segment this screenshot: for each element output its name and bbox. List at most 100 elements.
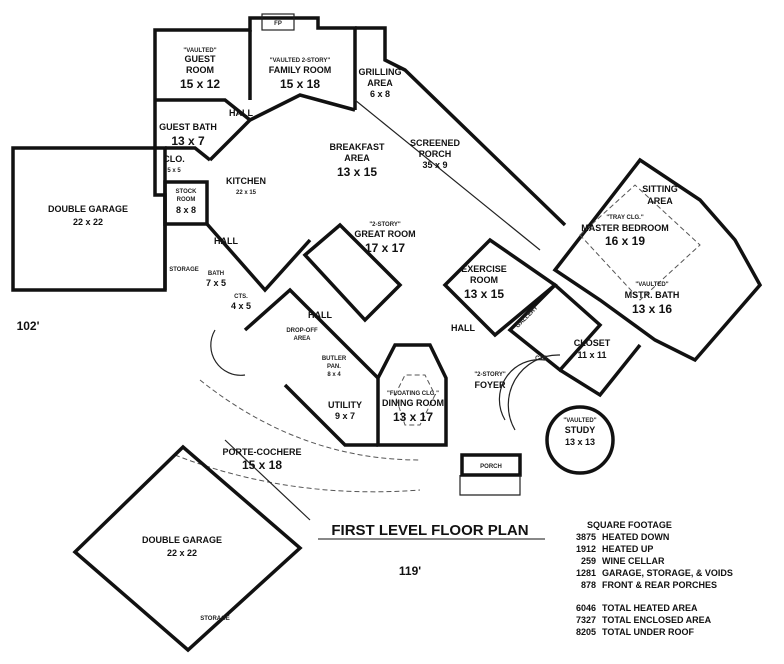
- cts-left-name: CTS.: [234, 294, 248, 300]
- west-walls: [153, 100, 167, 290]
- storage-left: STORAGE: [169, 267, 199, 273]
- clo-name: CLO.: [163, 154, 185, 164]
- great-room-note: "2-STORY": [369, 222, 401, 228]
- closet-walls: [559, 343, 642, 398]
- master-name: MASTER BEDROOM: [581, 223, 669, 233]
- porch-front-name: PORCH: [480, 464, 502, 470]
- guest-room-size: 15 x 12: [180, 77, 220, 91]
- grilling-name-2: AREA: [367, 78, 393, 88]
- width-dimension: 119': [399, 564, 421, 578]
- garage-left-name: DOUBLE GARAGE: [48, 204, 128, 214]
- great-room-name: GREAT ROOM: [354, 229, 415, 239]
- master-note: "TRAY CLG.": [606, 215, 644, 221]
- butler-name-2: PAN.: [327, 364, 341, 370]
- closet-name: CLOSET: [574, 338, 611, 348]
- porch-name: SCREENED: [410, 138, 461, 148]
- stock-room-size: 8 x 8: [176, 205, 196, 215]
- garage-lower-name: DOUBLE GARAGE: [142, 535, 222, 545]
- sqft-total-label: TOTAL UNDER ROOF: [602, 627, 695, 637]
- guest-bath-wall: [165, 146, 212, 162]
- north-walls: [153, 16, 357, 110]
- sqft-value: 878: [581, 580, 596, 590]
- dining-size: 13 x 17: [393, 410, 433, 424]
- sqft-value: 1281: [576, 568, 596, 578]
- stock-room-name-2: ROOM: [177, 197, 196, 203]
- porch-size: 35 x 9: [422, 160, 447, 170]
- plan-title: FIRST LEVEL FLOOR PLAN: [331, 522, 528, 539]
- guest-room-name: GUEST: [184, 54, 216, 64]
- guest-bath-size: 13 x 7: [171, 134, 205, 148]
- grilling-name: GRILLING: [359, 67, 402, 77]
- curved-stair: [498, 359, 546, 421]
- guest-bath-name: GUEST BATH: [159, 122, 217, 132]
- study-note: "VAULTED": [563, 418, 596, 424]
- fireplace: [261, 13, 295, 31]
- stock-room-walls: [163, 180, 209, 226]
- sqft-total-value: 6046: [576, 603, 596, 613]
- porte-cochere-arc-2: [174, 454, 421, 493]
- family-room-name: FAMILY ROOM: [269, 65, 332, 75]
- walls: [11, 13, 763, 653]
- sqft-label: GARAGE, STORAGE, & VOIDS: [602, 568, 733, 578]
- utility-size: 9 x 7: [335, 411, 355, 421]
- butler-name: BUTLER: [322, 356, 347, 362]
- garage-left-size: 22 x 22: [73, 217, 103, 227]
- dining-name: DINING ROOM: [382, 398, 444, 408]
- utility-walls: [283, 383, 378, 447]
- kitchen-south-wall: [205, 222, 312, 293]
- foyer-name: FOYER: [474, 380, 506, 390]
- drop-off-name: DROP-OFF: [286, 328, 318, 334]
- master-bath-note: "VAULTED": [635, 282, 668, 288]
- sqft-label: FRONT & REAR PORCHES: [602, 580, 717, 590]
- cts-left-size: 4 x 5: [231, 301, 251, 311]
- porch-walls: [460, 453, 522, 477]
- curved-stair-outer: [507, 354, 561, 431]
- square-footage-table: SQUARE FOOTAGE 3875 HEATED DOWN 1912 HEA…: [576, 520, 733, 637]
- porte-cochere-arc: [199, 379, 421, 461]
- study-name: STUDY: [565, 425, 596, 435]
- drop-off-name-2: AREA: [293, 336, 311, 342]
- guest-room-wall: [155, 98, 252, 122]
- sqft-label: WINE CELLAR: [602, 556, 665, 566]
- sitting-name: SITTING: [642, 184, 678, 194]
- depth-dimension: 102': [17, 319, 40, 333]
- sqft-heading: SQUARE FOOTAGE: [587, 520, 672, 530]
- porte-cochere-size: 15 x 18: [242, 458, 282, 472]
- sqft-value: 3875: [576, 532, 596, 542]
- cts-right-name: CTS.: [535, 356, 549, 362]
- hall-upper: HALL: [229, 108, 253, 118]
- family-room-size: 15 x 18: [280, 77, 320, 91]
- clo-size: 5 x 5: [167, 168, 181, 174]
- butler-size: 8 x 4: [327, 372, 341, 378]
- bath-small-name: BATH: [208, 271, 224, 277]
- lower-garage-walls: [72, 444, 303, 653]
- master-size: 16 x 19: [605, 234, 645, 248]
- exercise-name: EXERCISE: [461, 264, 507, 274]
- sqft-total-label: TOTAL HEATED AREA: [602, 603, 698, 613]
- exercise-name-2: ROOM: [470, 275, 498, 285]
- drop-off-walls: [243, 287, 380, 380]
- grilling-size: 6 x 8: [370, 89, 390, 99]
- garage-lower-size: 22 x 22: [167, 548, 197, 558]
- porte-cochere-name: PORTE-COCHERE: [222, 447, 301, 457]
- sqft-label: HEATED UP: [602, 544, 653, 554]
- breakfast-size: 13 x 15: [337, 165, 377, 179]
- exercise-size: 13 x 15: [464, 287, 504, 301]
- utility-name: UTILITY: [328, 400, 362, 410]
- door-swing: [210, 329, 246, 376]
- sqft-value: 1912: [576, 544, 596, 554]
- master-suite-walls: [552, 157, 763, 363]
- garage-connector: [224, 439, 311, 521]
- hall-left: HALL: [214, 236, 238, 246]
- study-size: 13 x 13: [565, 437, 595, 447]
- sqft-total-value: 7327: [576, 615, 596, 625]
- hall-center: HALL: [308, 310, 332, 320]
- porch-inner-wall: [354, 99, 541, 251]
- breakfast-name: BREAKFAST: [329, 142, 385, 152]
- dining-note: "FLOATING CLG.": [387, 391, 439, 397]
- front-steps: [459, 475, 521, 496]
- sqft-total-value: 8205: [576, 627, 596, 637]
- guest-room-note: "VAULTED": [183, 48, 216, 54]
- kitchen-size: 22 x 15: [236, 190, 257, 196]
